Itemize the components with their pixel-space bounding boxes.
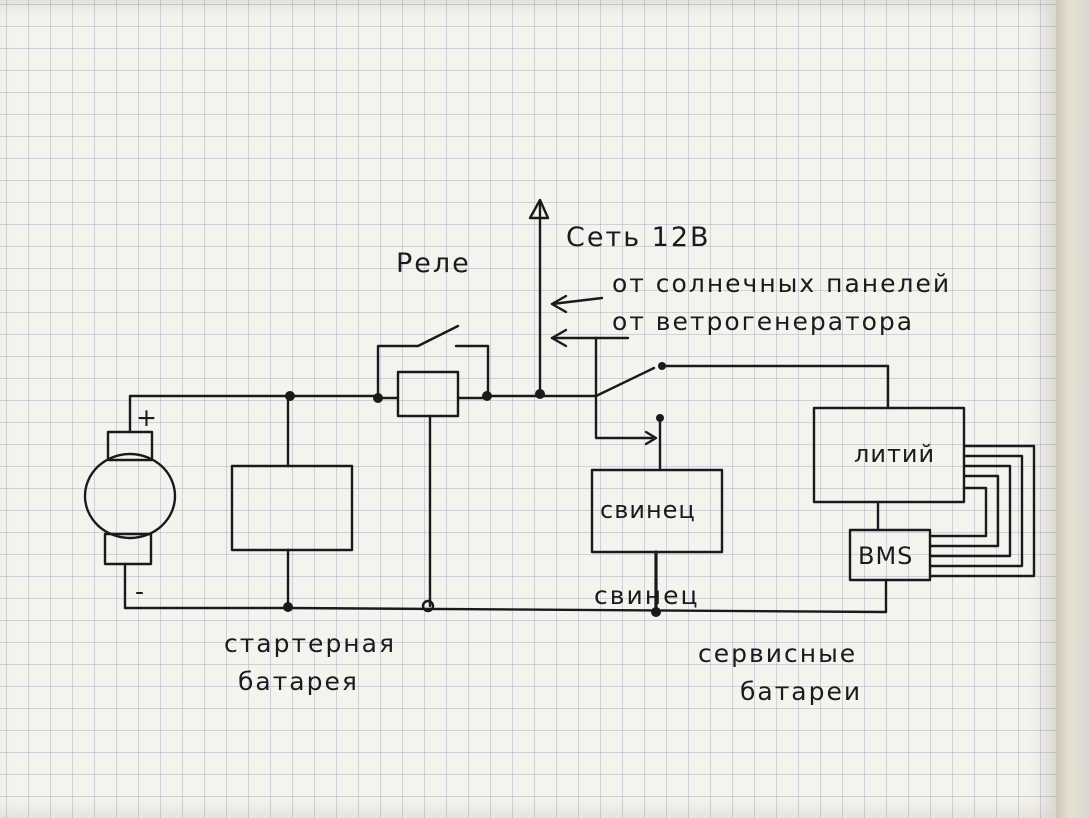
relay-coil [396,370,460,418]
starter-battery [230,391,354,612]
service-batteries-label-1: сервисные [698,639,857,668]
starter-battery-label-1: стартерная [224,629,396,658]
relay-label: Реле [396,248,471,279]
bms-label: BMS [858,542,913,570]
starter-battery-label-2: батарея [238,667,359,696]
notebook-edge [1056,0,1090,818]
service-batteries-label-2: батареи [740,677,862,706]
plus-label: + [136,403,159,432]
generator: + - [83,394,292,610]
network-label: Сеть 12В [566,222,711,253]
changeover-switch [594,336,890,472]
solar-input-label: от солнечных панелей [612,269,951,298]
generator-body [83,452,177,540]
lead-below-label: свинец [594,581,699,610]
network-12v: Сеть 12В [528,198,711,399]
relay: Реле [373,248,492,613]
generator-bottom-terminal [103,532,153,566]
wind-input-label: от ветрогенератора [612,307,914,336]
starter-battery-box [230,464,354,552]
charging-inputs: от солнечных панелей от ветрогенератора [550,269,951,348]
lithium-battery: литий BMS [812,406,1036,614]
lead-battery-label: свинец [600,496,696,524]
lithium-label: литий [854,440,935,468]
negative-bus [286,606,888,614]
junction-dot [421,599,435,613]
lead-battery: свинец свинец [590,468,724,617]
minus-label: - [135,577,146,606]
